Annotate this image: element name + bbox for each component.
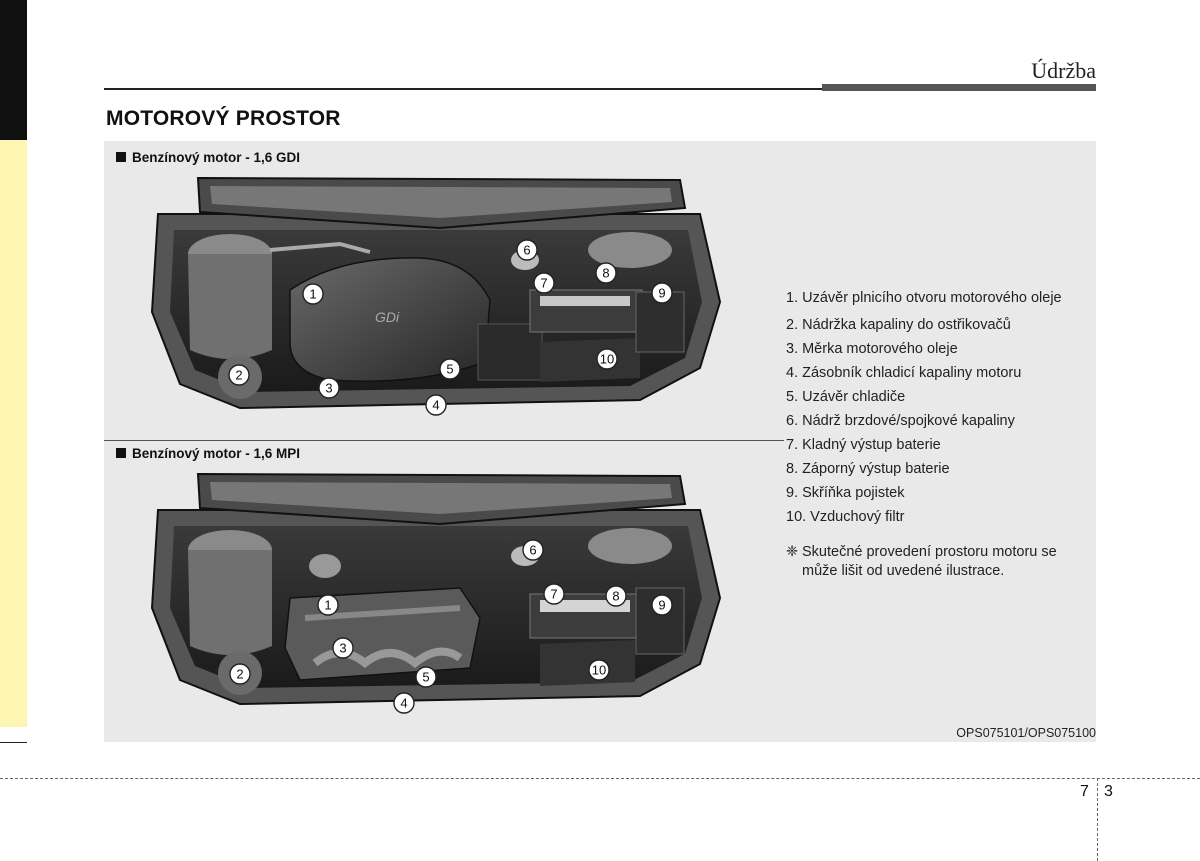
callout-2: 2 [235,368,242,383]
legend-text: Uzávěr chladiče [802,389,906,405]
footer-dashed-rule [0,778,1200,779]
callout-3: 3 [325,381,332,396]
legend-item: 1.Uzávěr plnicího otvoru motorového olej… [786,289,1076,307]
engine-bay-gdi-illustration: GDi 1 2 3 4 5 6 7 8 9 10 [150,176,722,416]
page-title: MOTOROVÝ PROSTOR [106,107,341,130]
legend-item: 8.Záporný výstup baterie [786,457,1076,481]
legend-text: Měrka motorového oleje [802,341,958,357]
callout-7: 7 [540,276,547,291]
callout-9: 9 [658,598,665,613]
footer-dashed-divider [1097,778,1098,861]
callout-5: 5 [446,362,453,377]
page-chapter: 7 [1080,783,1089,800]
note: ❈Skutečné provedení prostoru motoru se m… [786,543,1076,581]
header-bar [822,84,1096,91]
figure-label-gdi: Benzínový motor - 1,6 GDI [116,150,300,165]
engine-bay-mpi-illustration: 1 2 3 4 5 6 7 8 9 10 [150,472,722,714]
legend-num: 1. [786,290,799,306]
chapter-tab-dark [0,0,27,140]
callout-2: 2 [236,667,243,682]
note-text: Skutečné provedení prostoru motoru se mů… [802,544,1057,579]
callout-4: 4 [432,398,439,413]
legend-num: 5. [786,389,799,405]
callout-9: 9 [658,286,665,301]
section-name: Údržba [1031,58,1096,83]
bullet-square-icon [116,152,126,162]
callout-8: 8 [602,266,609,281]
callout-6: 6 [529,543,536,558]
chapter-tab-line [0,742,27,743]
legend-num: 10. [786,509,807,525]
legend-text: Záporný výstup baterie [802,461,950,477]
legend-num: 3. [786,341,799,357]
callout-10: 10 [600,352,614,367]
legend-text: Skříňka pojistek [802,485,905,501]
legend-num: 8. [786,461,799,477]
legend-text: Nádržka kapaliny do ostřikovačů [802,317,1011,333]
callout-5: 5 [422,670,429,685]
callouts-gdi: 1 2 3 4 5 6 7 8 9 10 [228,239,673,416]
legend-item: 4.Zásobník chladicí kapaliny motoru [786,361,1076,385]
callout-8: 8 [612,589,619,604]
legend-num: 7. [786,437,799,453]
callout-4: 4 [400,696,407,711]
gdi-badge: GDi [375,309,400,325]
legend-num: 2. [786,317,799,333]
figure-label-mpi: Benzínový motor - 1,6 MPI [116,446,300,461]
header-rule [104,88,1096,90]
legend-item: 10.Vzduchový filtr [786,505,1076,529]
callout-3: 3 [339,641,346,656]
legend-item: 5.Uzávěr chladiče [786,385,1076,409]
figure-label-gdi-text: Benzínový motor - 1,6 GDI [132,150,301,165]
callout-7: 7 [550,587,557,602]
callout-1: 1 [309,287,316,302]
figure-code: OPS075101/OPS075100 [956,726,1096,740]
page-number: 3 [1104,783,1113,800]
parts-legend: 1.Uzávěr plnicího otvoru motorového olej… [786,285,1076,581]
legend-text: Vzduchový filtr [810,509,905,525]
legend-item: 6.Nádrž brzdové/spojkové kapaliny [786,409,1076,433]
figure-divider [104,440,784,441]
callouts-mpi: 1 2 3 4 5 6 7 8 9 10 [229,539,673,714]
legend-text: Zásobník chladicí kapaliny motoru [802,365,1022,381]
legend-item: 2.Nádržka kapaliny do ostřikovačů [786,313,1076,337]
legend-text: Uzávěr plnicího otvoru motorového oleje [802,290,1062,306]
figure-label-mpi-text: Benzínový motor - 1,6 MPI [132,446,301,461]
legend-item: 7.Kladný výstup baterie [786,433,1076,457]
callout-10: 10 [592,663,606,678]
bullet-square-icon [116,448,126,458]
legend-num: 9. [786,485,799,501]
legend-item: 3.Měrka motorového oleje [786,337,1076,361]
note-symbol-icon: ❈ [786,544,799,560]
chapter-tab-yellow [0,140,27,727]
legend-item: 9.Skříňka pojistek [786,481,1076,505]
legend-text: Nádrž brzdové/spojkové kapaliny [802,413,1015,429]
callout-1: 1 [324,598,331,613]
legend-text: Kladný výstup baterie [802,437,941,453]
callout-6: 6 [523,243,530,258]
legend-num: 6. [786,413,799,429]
legend-num: 4. [786,365,799,381]
